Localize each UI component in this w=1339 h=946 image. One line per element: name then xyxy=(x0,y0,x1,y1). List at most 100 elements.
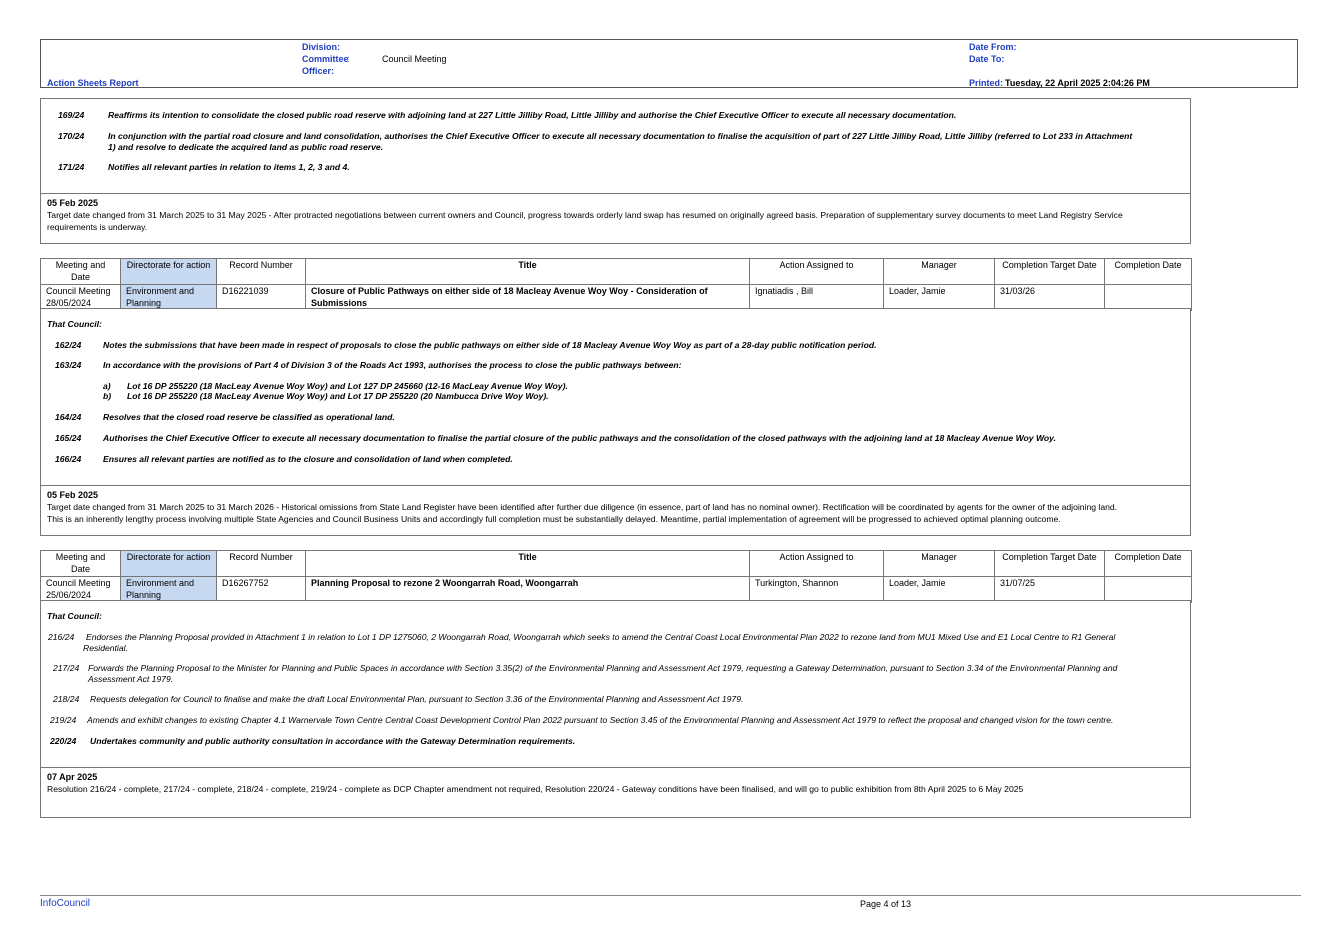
item-1-update: 05 Feb 2025 Target date changed from 31 … xyxy=(40,193,1191,244)
sub-item-text: Lot 16 DP 255220 (18 MacLeay Avenue Woy … xyxy=(127,381,568,391)
directorate-cell: Environment and Planning xyxy=(120,284,217,311)
resolution-text: Authorises the Chief Executive Officer t… xyxy=(103,433,1057,443)
sub-item-letter: a) xyxy=(103,381,111,391)
resolution-number: 218/24 xyxy=(53,694,80,704)
resolution-text: Reaffirms its intention to consolidate t… xyxy=(108,110,957,120)
completion-cell xyxy=(1104,576,1192,603)
committee-value: Council Meeting xyxy=(382,54,447,64)
header-manager: Manager xyxy=(883,258,995,285)
printed-label: Printed: xyxy=(969,78,1004,88)
header-meeting: Meeting and Date xyxy=(40,258,121,285)
resolution-number: 220/24 xyxy=(50,736,77,746)
resolution-text: Ensures all relevant parties are notifie… xyxy=(103,454,513,464)
record-cell: D16267752 xyxy=(216,576,306,603)
header-meeting: Meeting and Date xyxy=(40,550,121,577)
date-from-label: Date From: xyxy=(969,42,1017,52)
resolution-text-cont: Assessment Act 1979. xyxy=(88,673,174,684)
manager-cell: Loader, Jamie xyxy=(883,284,995,311)
directorate-cell: Environment and Planning xyxy=(120,576,217,603)
item-1-resolutions: 169/24 Reaffirms its intention to consol… xyxy=(40,98,1191,194)
title-cell: Closure of Public Pathways on either sid… xyxy=(305,284,750,311)
header-title: Title xyxy=(305,550,750,577)
header-directorate: Directorate for action xyxy=(120,550,217,577)
target-cell: 31/07/25 xyxy=(994,576,1105,603)
page-number: Page 4 of 13 xyxy=(860,899,912,909)
sub-item-text: Lot 16 DP 255220 (18 MacLeay Avenue Woy … xyxy=(127,391,549,401)
header-assigned: Action Assigned to xyxy=(749,550,884,577)
resolution-number: 164/24 xyxy=(55,412,82,422)
division-label: Division: xyxy=(302,42,341,52)
sub-item-letter: b) xyxy=(103,391,112,401)
header-assigned: Action Assigned to xyxy=(749,258,884,285)
officer-label: Officer: xyxy=(302,66,335,76)
item-2-resolutions: That Council: 162/24 Notes the submissio… xyxy=(40,308,1191,486)
header-completion: Completion Date xyxy=(1104,258,1192,285)
update-date: 05 Feb 2025 xyxy=(47,490,99,500)
target-cell: 31/03/26 xyxy=(994,284,1105,311)
resolution-number: 162/24 xyxy=(55,340,82,350)
resolution-text: Forwards the Planning Proposal to the Mi… xyxy=(88,663,1118,673)
resolution-text: Amends and exhibit changes to existing C… xyxy=(87,715,1114,725)
item-2-table: Meeting and Date Directorate for action … xyxy=(40,258,1192,311)
resolution-text: Undertakes community and public authorit… xyxy=(90,736,576,746)
resolution-text-cont: 1) and resolve to dedicate the acquired … xyxy=(108,141,384,152)
footer-divider xyxy=(40,895,1301,896)
update-date: 05 Feb 2025 xyxy=(47,198,99,208)
table-header-row: Meeting and Date Directorate for action … xyxy=(40,550,1192,577)
committee-label: Committee xyxy=(302,54,349,64)
manager-cell: Loader, Jamie xyxy=(883,576,995,603)
resolution-number: 216/24 xyxy=(48,632,75,642)
report-header: Division: Committee : Council Meeting Of… xyxy=(40,39,1298,88)
meeting-cell: Council Meeting 25/06/2024 xyxy=(40,576,121,603)
header-target: Completion Target Date xyxy=(994,258,1105,285)
resolution-number: 170/24 xyxy=(58,131,85,141)
resolution-text: In conjunction with the partial road clo… xyxy=(108,131,1133,141)
resolution-text: Notes the submissions that have been mad… xyxy=(103,340,877,350)
update-date: 07 Apr 2025 xyxy=(47,772,98,782)
meeting-cell: Council Meeting 28/05/2024 xyxy=(40,284,121,311)
table-row: Council Meeting 28/05/2024 Environment a… xyxy=(40,284,1192,311)
resolution-number: 171/24 xyxy=(58,162,85,172)
item-3-update: 07 Apr 2025 Resolution 216/24 - complete… xyxy=(40,767,1191,818)
item-3-table: Meeting and Date Directorate for action … xyxy=(40,550,1192,603)
record-cell: D16221039 xyxy=(216,284,306,311)
update-text-line: requirements is underway. xyxy=(47,222,148,232)
committee-colon: : xyxy=(347,54,350,64)
header-record: Record Number xyxy=(216,550,306,577)
item-3-resolutions: That Council: 216/24 Endorses the Planni… xyxy=(40,600,1191,768)
resolution-text-cont: Residential. xyxy=(83,642,128,653)
resolution-number: 217/24 xyxy=(53,663,80,673)
that-council-heading: That Council: xyxy=(47,611,102,621)
header-directorate: Directorate for action xyxy=(120,258,217,285)
assigned-cell: Ignatiadis , Bill xyxy=(749,284,884,311)
header-completion: Completion Date xyxy=(1104,550,1192,577)
header-title: Title xyxy=(305,258,750,285)
footer-brand: InfoCouncil xyxy=(40,898,91,909)
table-header-row: Meeting and Date Directorate for action … xyxy=(40,258,1192,285)
resolution-number: 169/24 xyxy=(58,110,85,120)
resolution-number: 166/24 xyxy=(55,454,82,464)
resolution-number: 163/24 xyxy=(55,360,82,370)
resolution-text: Resolves that the closed road reserve be… xyxy=(103,412,395,422)
that-council-heading: That Council: xyxy=(47,319,102,329)
resolution-text: Endorses the Planning Proposal provided … xyxy=(86,632,1116,642)
update-text-line: Target date changed from 31 March 2025 t… xyxy=(47,502,1118,512)
completion-cell xyxy=(1104,284,1192,311)
header-target: Completion Target Date xyxy=(994,550,1105,577)
table-row: Council Meeting 25/06/2024 Environment a… xyxy=(40,576,1192,603)
title-cell: Planning Proposal to rezone 2 Woongarrah… xyxy=(305,576,750,603)
header-manager: Manager xyxy=(883,550,995,577)
header-record: Record Number xyxy=(216,258,306,285)
item-2-update: 05 Feb 2025 Target date changed from 31 … xyxy=(40,485,1191,536)
printed-value: Tuesday, 22 April 2025 2:04:26 PM xyxy=(1005,78,1150,88)
update-text-line: This is an inherently lengthy process in… xyxy=(47,514,1061,524)
assigned-cell: Turkington, Shannon xyxy=(749,576,884,603)
resolution-text: Notifies all relevant parties in relatio… xyxy=(108,162,350,172)
resolution-number: 219/24 xyxy=(50,715,77,725)
update-text-line: Target date changed from 31 March 2025 t… xyxy=(47,210,1123,220)
resolution-text: In accordance with the provisions of Par… xyxy=(103,360,682,370)
date-to-label: Date To: xyxy=(969,54,1005,64)
report-title: Action Sheets Report xyxy=(47,78,139,88)
resolution-text: Requests delegation for Council to final… xyxy=(90,694,744,704)
resolution-number: 165/24 xyxy=(55,433,82,443)
